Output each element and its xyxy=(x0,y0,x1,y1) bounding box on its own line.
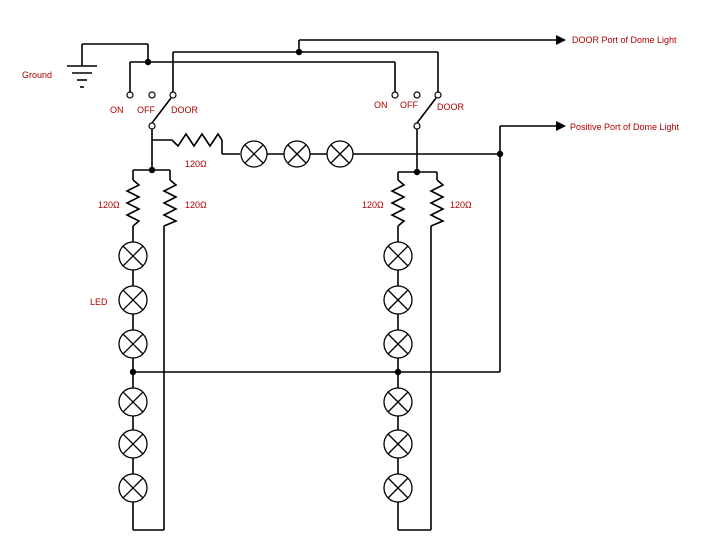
lamp-column-left xyxy=(118,241,148,530)
left-switch-on-label: ON xyxy=(110,105,124,115)
junction-dot xyxy=(295,48,303,56)
right-switch xyxy=(391,91,442,130)
junction-dot xyxy=(129,368,137,376)
resistor-left-a xyxy=(125,179,141,227)
resistor-right-b xyxy=(429,179,445,227)
positive-port-label: Positive Port of Dome Light xyxy=(570,122,680,132)
left-switch-door-label: DOOR xyxy=(171,105,199,115)
door-port-label: DOOR Port of Dome Light xyxy=(572,35,677,45)
right-switch-off-label: OFF xyxy=(400,100,418,110)
resistor-top-label: 120Ω xyxy=(185,159,207,169)
positive-arrow-icon xyxy=(556,121,566,131)
resistor-left-b xyxy=(162,179,178,227)
junction-dot xyxy=(496,150,504,158)
lamp-column-right xyxy=(383,241,413,530)
resistor-right-a xyxy=(390,179,406,227)
door-arrow-icon xyxy=(556,35,566,45)
resistor-right-b-label: 120Ω xyxy=(450,200,472,210)
lamp-row-top xyxy=(240,140,354,168)
junction-dot xyxy=(394,368,402,376)
resistor-right-a-label: 120Ω xyxy=(362,200,384,210)
right-switch-door-label: DOOR xyxy=(437,102,465,112)
right-switch-on-label: ON xyxy=(374,100,388,110)
resistor-left-b-label: 120Ω xyxy=(185,200,207,210)
left-switch xyxy=(126,91,177,130)
ground-symbol xyxy=(67,43,149,88)
resistor-top xyxy=(171,132,223,148)
junction-dot xyxy=(144,58,152,66)
led-label: LED xyxy=(90,297,108,307)
resistor-left-a-label: 120Ω xyxy=(98,200,120,210)
ground-label: Ground xyxy=(22,70,52,80)
left-switch-off-label: OFF xyxy=(137,105,155,115)
